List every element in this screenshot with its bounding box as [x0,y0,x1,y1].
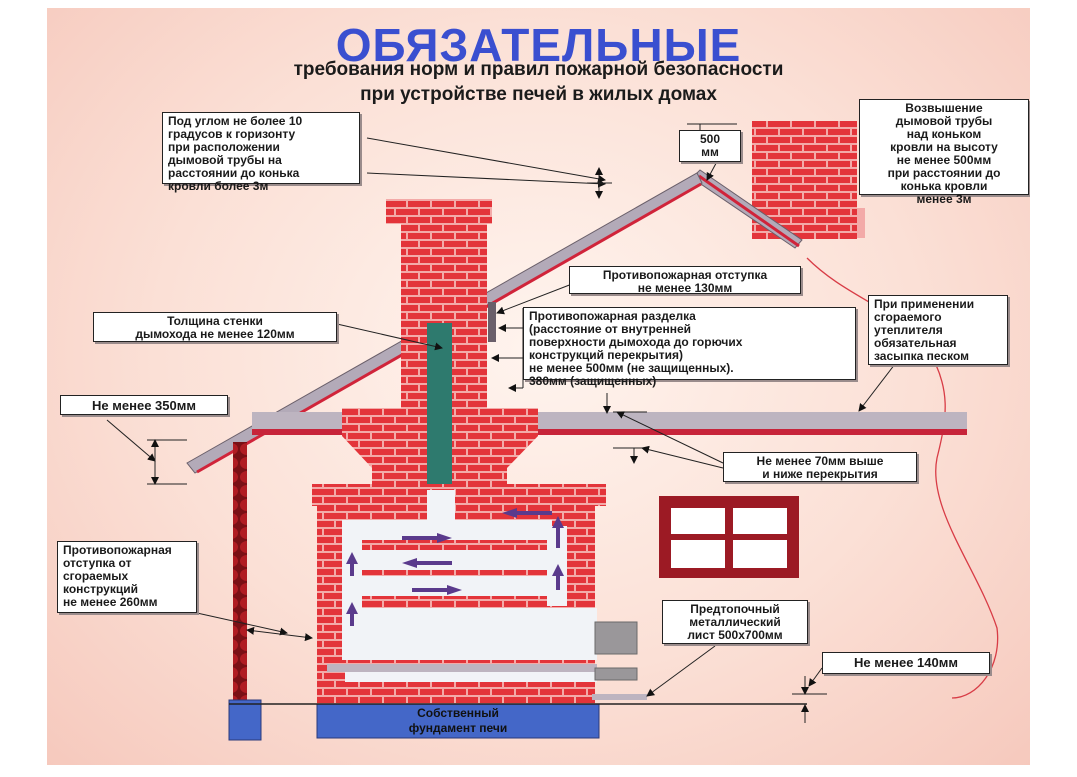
subtitle-line-2: при устройстве печей в жилых домах [360,84,717,105]
poster: ОБЯЗАТЕЛЬНЫЕ требования норм и правил по… [47,8,1030,765]
page-subtitle: требования норм и правил пожарной безопа… [47,57,1030,107]
house-foundation [228,699,262,741]
house-diagram [106,121,999,741]
window [659,496,799,578]
flue-channel [427,323,452,491]
note-razdelka: Противопожарная разделка(расстояние от в… [523,307,856,388]
page-title: ОБЯЗАТЕЛЬНЫЕ [335,19,742,71]
chimney [342,199,538,491]
subtitle-line-1: требования норм и правил пожарной безопа… [293,59,784,80]
stove-foundation [316,703,600,739]
note-min-350: Не менее 350мм [60,395,228,415]
stove [312,484,638,704]
note-min-140: Не менее 140мм [822,652,990,674]
metal-sheet [592,694,647,700]
log-wall [233,442,247,704]
